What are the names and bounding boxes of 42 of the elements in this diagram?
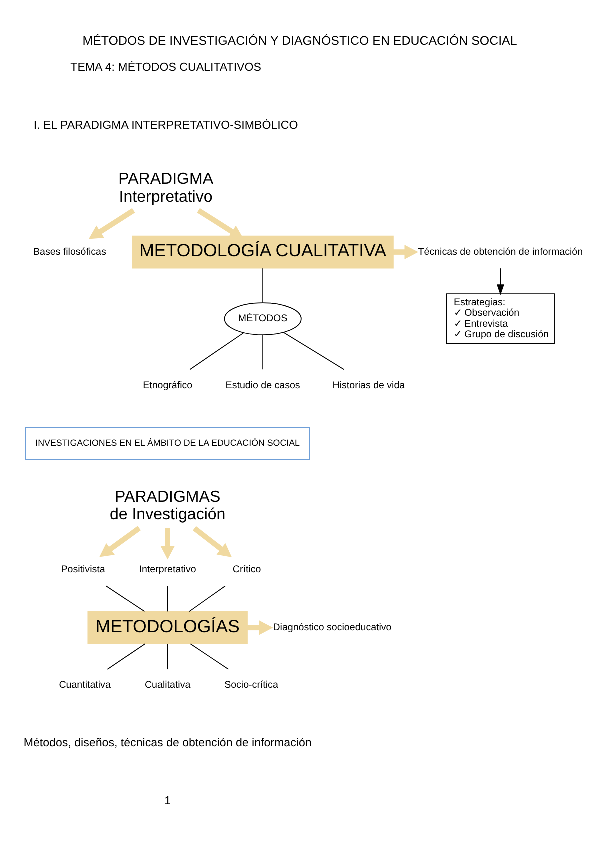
connector (283, 332, 345, 370)
node-text: Positivista (61, 564, 106, 576)
node-text: Etnográfico (143, 380, 193, 391)
node-text: Crítico (232, 564, 262, 576)
node-text: Técnicas de obtención de información (418, 246, 584, 258)
connector (189, 585, 226, 612)
node-ellipse: MÉTODOS (224, 302, 302, 335)
node-box: METODOLOGÍA CUALITATIVA (132, 235, 394, 268)
arrow (496, 268, 504, 295)
node-box: Estrategias: ✓ Observación ✓ Entrevista ✓ Grupo de discusión (446, 293, 555, 344)
connector (167, 643, 168, 670)
label: Métodos, diseños, técnicas de obtención de información (24, 737, 312, 750)
node-text: Diagnóstico socioeducativo (273, 622, 392, 633)
connector (167, 585, 168, 612)
node-text: Cuantitativa (59, 680, 111, 691)
arrow (100, 526, 141, 557)
connector (190, 332, 244, 370)
diagram-title: MÉTODOS DE INVESTIGACIÓN Y DIAGNÓSTICO EN EDUCACIÓN SOCIAL (82, 34, 518, 48)
arrow (160, 528, 176, 560)
arrow (393, 244, 418, 259)
connector (262, 334, 264, 370)
node-text: Cualitativa (144, 680, 191, 691)
node-text: Historias de vida (332, 380, 406, 391)
node-text: Interpretativo (139, 564, 196, 576)
arrow (193, 526, 232, 558)
node-text: Socio-crítica (224, 680, 278, 691)
connector (106, 585, 146, 612)
connector (190, 643, 230, 670)
node-text: Bases filosóficas (34, 246, 106, 258)
node-box: INVESTIGACIONES EN EL ÁMBITO DE LA EDUCACIÓN SOCIAL (25, 426, 310, 460)
arrow (197, 208, 244, 239)
arrow (88, 208, 136, 239)
label: 1 (164, 794, 172, 807)
label: I. EL PARADIGMA INTERPRETATIVO-SIMBÓLICO (34, 119, 298, 132)
node-text: PARADIGMA Interpretativo (118, 170, 214, 206)
arrow (248, 620, 274, 635)
label: TEMA 4: MÉTODOS CUALITATIVOS (70, 62, 262, 74)
connector (262, 268, 264, 303)
node-text: Estudio de casos (226, 380, 300, 391)
node-box: METODOLOGÍAS (88, 610, 248, 644)
node-text: PARADIGMAS de Investigación (110, 487, 226, 524)
connector (107, 643, 146, 670)
